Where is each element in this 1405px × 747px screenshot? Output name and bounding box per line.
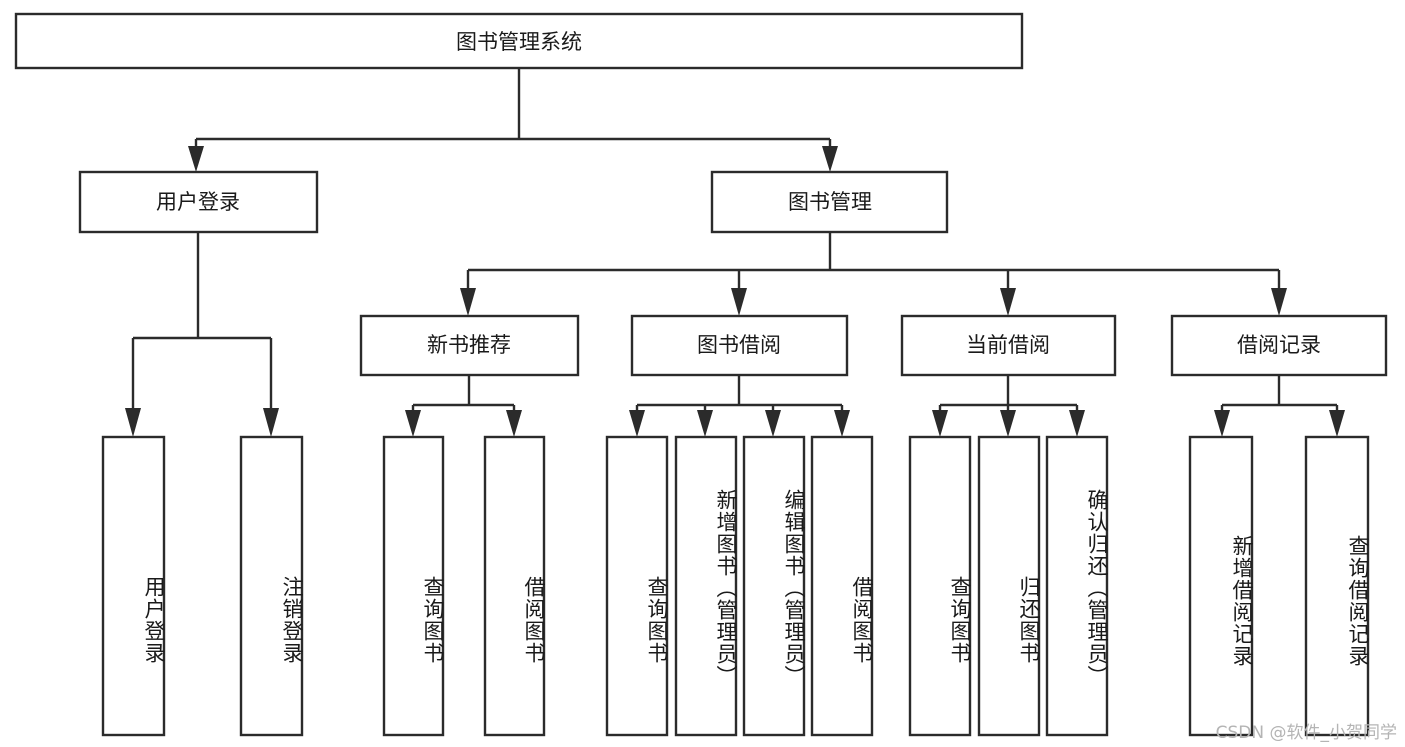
arrow-head-icon [834, 410, 850, 437]
watermark-text: CSDN @软件_小贺同学 [1215, 723, 1397, 743]
arrow-head-icon [932, 410, 948, 437]
node-current-borrow-label: 当前借阅 [966, 333, 1050, 357]
arrow-head-icon [263, 408, 279, 437]
node-leaf-add-borrow-record[interactable] [1188, 435, 1254, 737]
node-leaf-query-borrow-record[interactable] [1304, 435, 1370, 737]
node-leaf-borrow-books[interactable] [810, 435, 874, 737]
arrow-head-icon [405, 410, 421, 437]
connectors [125, 68, 1345, 437]
arrow-head-icon [460, 288, 476, 316]
node-borrow-records-label: 借阅记录 [1237, 333, 1321, 357]
node-root-label: 图书管理系统 [456, 30, 582, 54]
arrow-head-icon [822, 146, 838, 172]
arrow-head-icon [629, 410, 645, 437]
node-book-borrow-label: 图书借阅 [697, 333, 781, 357]
arrow-head-icon [765, 410, 781, 437]
node-leaf-query-books-current[interactable] [908, 435, 972, 737]
node-leaf-query-books-borrow[interactable] [605, 435, 669, 737]
node-leaf-edit-book-admin[interactable] [742, 435, 806, 737]
node-book-borrow[interactable] [630, 314, 849, 377]
node-borrow-records[interactable] [1170, 314, 1388, 377]
arrow-head-icon [731, 288, 747, 316]
node-root-book-management-system[interactable] [14, 12, 1024, 70]
node-current-borrow[interactable] [900, 314, 1117, 377]
node-boxes: 图书管理系统 用户登录 图书管理 新书推荐 图书借阅 当前借阅 借阅记录 [14, 12, 1388, 737]
arrow-head-icon [1329, 410, 1345, 437]
node-leaf-add-book-admin[interactable] [674, 435, 738, 737]
node-leaf-query-books-recommend[interactable] [382, 435, 445, 737]
node-leaf-return-books[interactable] [977, 435, 1041, 737]
arrow-head-icon [1214, 410, 1230, 437]
node-book-management[interactable] [710, 170, 949, 234]
node-leaf-borrow-books-recommend[interactable] [483, 435, 546, 737]
arrow-head-icon [506, 410, 522, 437]
arrow-head-icon [1069, 410, 1085, 437]
node-leaf-user-login[interactable] [101, 435, 166, 737]
node-leaf-logout[interactable] [239, 435, 304, 737]
node-user-login-label: 用户登录 [156, 190, 240, 214]
arrow-head-icon [188, 146, 204, 172]
node-user-login[interactable] [78, 170, 319, 234]
arrow-head-icon [125, 408, 141, 437]
node-book-management-label: 图书管理 [788, 190, 872, 214]
arrow-head-icon [1000, 410, 1016, 437]
arrow-head-icon [697, 410, 713, 437]
arrow-head-icon [1000, 288, 1016, 316]
node-leaf-confirm-return-admin[interactable] [1045, 435, 1109, 737]
node-new-book-recommend-label: 新书推荐 [427, 333, 511, 357]
node-new-book-recommend[interactable] [359, 314, 580, 377]
arrow-head-icon [1271, 288, 1287, 316]
